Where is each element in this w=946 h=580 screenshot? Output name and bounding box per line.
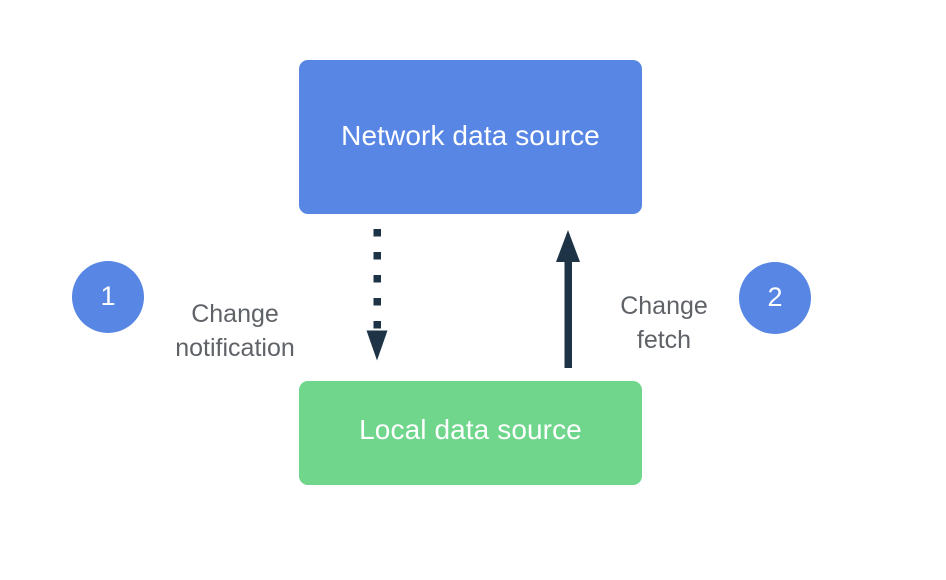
step-caption-1-text: Change notification — [175, 300, 295, 362]
dotted-down-arrow-icon — [366, 229, 388, 361]
solid-up-arrow-icon — [556, 230, 580, 368]
step-badge-2: 2 — [739, 262, 811, 334]
step-badge-1: 1 — [72, 261, 144, 333]
step-badge-1-number: 1 — [100, 280, 116, 311]
node-local-data-source-label: Local data source — [359, 414, 582, 445]
step-caption-1: Change notification — [155, 263, 315, 365]
node-local-data-source: Local data source — [299, 381, 642, 485]
step-badge-2-number: 2 — [767, 281, 783, 312]
step-caption-2-text: Change fetch — [620, 292, 708, 354]
step-caption-2: Change fetch — [598, 255, 730, 357]
node-network-data-source-label: Network data source — [341, 120, 600, 151]
node-network-data-source: Network data source — [299, 60, 642, 214]
